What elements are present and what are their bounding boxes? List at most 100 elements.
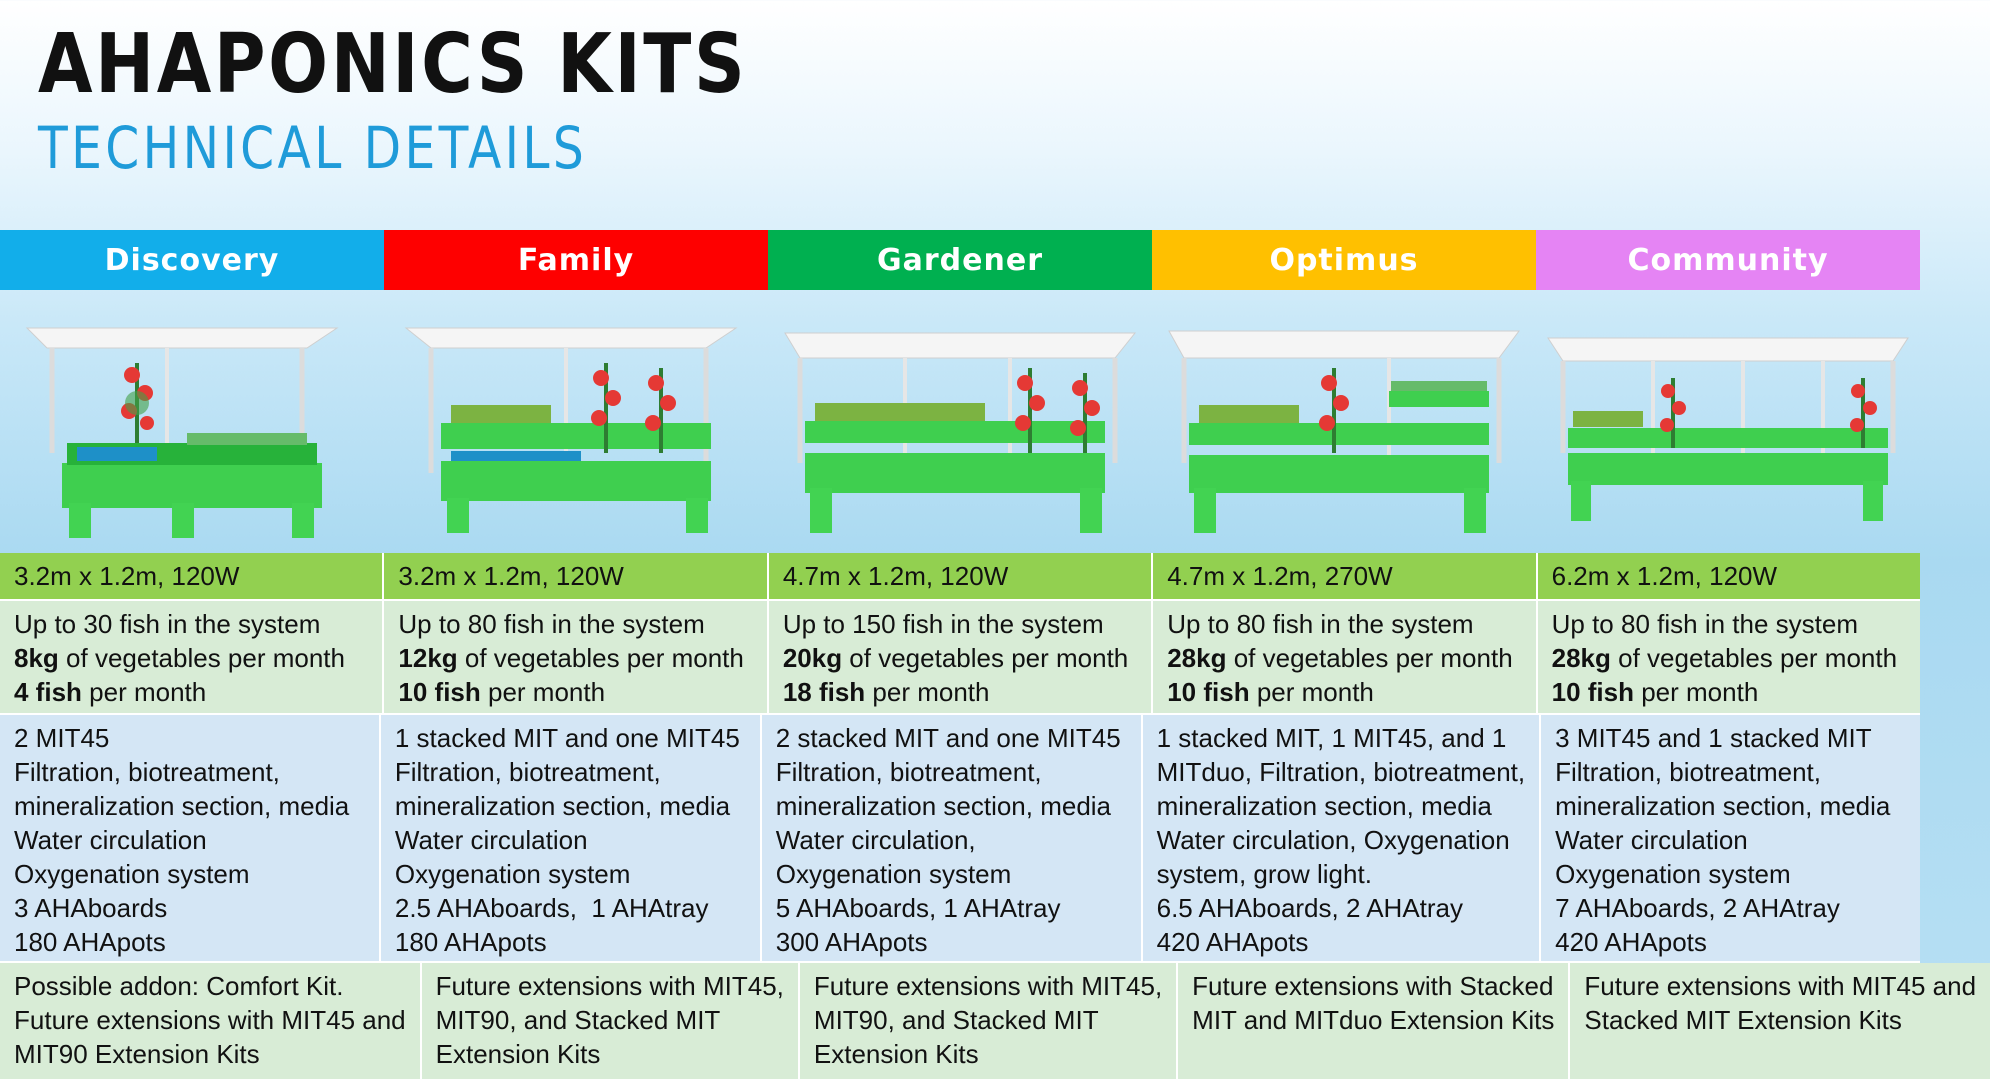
extension-line: Possible addon: Comfort Kit. (14, 971, 344, 1001)
components-cell: 3 MIT45 and 1 stacked MIT Filtration, bi… (1539, 715, 1920, 963)
component-line: Filtration, biotreatment, (14, 757, 280, 787)
kit-header-community: Community (1536, 230, 1920, 290)
component-line: Oxygenation system (775, 859, 1012, 889)
aquaponics-kit-stacked-icon (404, 327, 738, 533)
extension-line: Future extensions with Stacked (1192, 971, 1554, 1001)
dims-cell: 6.2m x 1.2m, 120W (1535, 553, 1921, 601)
extensions-cell: Future extensions with MIT45, MIT90, and… (419, 963, 798, 1081)
production-cell: Up to 80 fish in the system 12kg of vege… (382, 601, 767, 715)
component-line: mineralization section, media (1555, 791, 1891, 821)
extensions-row: Possible addon: Comfort Kit. Future exte… (0, 963, 1990, 1081)
fish-output: 4 fish per month (14, 677, 207, 707)
kit-header-optimus: Optimus (1152, 230, 1536, 290)
fish-capacity: Up to 80 fish in the system (398, 609, 705, 639)
fish-capacity: Up to 80 fish in the system (1551, 609, 1858, 639)
component-line: 180 AHApots (394, 927, 547, 957)
dims-cell: 4.7m x 1.2m, 270W (1151, 553, 1536, 601)
kit-image-row (0, 292, 1920, 554)
title-block: AHAPONICS KITS TECHNICAL DETAILS (38, 17, 863, 182)
component-line: 420 AHApots (1156, 927, 1309, 957)
kit-header-discovery: Discovery (0, 230, 384, 290)
component-line: 1 stacked MIT and one MIT45 (394, 723, 740, 753)
component-line: mineralization section, media (1156, 791, 1492, 821)
component-line: 3 AHAboards (14, 893, 168, 923)
veg-output: 28kg of vegetables per month (1551, 643, 1898, 673)
extension-line: Extension Kits (435, 1039, 601, 1069)
component-line: 1 stacked MIT, 1 MIT45, and 1 (1156, 723, 1507, 753)
fish-output: 18 fish per month (782, 677, 990, 707)
component-line: 300 AHApots (775, 927, 928, 957)
veg-output: 20kg of vegetables per month (782, 643, 1129, 673)
spec-table: 3.2m x 1.2m, 120W 3.2m x 1.2m, 120W 4.7m… (0, 553, 1990, 1081)
aquaponics-kit-duo-icon (1168, 330, 1520, 533)
fish-capacity: Up to 150 fish in the system (782, 609, 1104, 639)
aquaponics-kit-large-icon (1547, 337, 1909, 521)
veg-output: 28kg of vegetables per month (1167, 643, 1513, 673)
component-line: Oxygenation system (394, 859, 631, 889)
production-row: Up to 30 fish in the system 8kg of veget… (0, 601, 1921, 715)
component-line: 420 AHApots (1555, 927, 1707, 957)
component-line: mineralization section, media (394, 791, 731, 821)
production-cell: Up to 30 fish in the system 8kg of veget… (0, 601, 383, 715)
component-line: system, grow light. (1156, 859, 1372, 889)
component-line: 6.5 AHAboards, 2 AHAtray (1156, 893, 1464, 923)
components-cell: 1 stacked MIT, 1 MIT45, and 1 MITduo, Fi… (1140, 715, 1540, 963)
dims-cell: 3.2m x 1.2m, 120W (382, 553, 767, 601)
fish-capacity: Up to 80 fish in the system (1167, 609, 1474, 639)
extension-line: MIT90, and Stacked MIT (435, 1005, 721, 1035)
component-line: 2 MIT45 (14, 723, 110, 753)
extensions-cell: Future extensions with MIT45, MIT90, and… (797, 963, 1177, 1081)
component-line: Filtration, biotreatment, (1555, 757, 1821, 787)
component-line: Oxygenation system (1555, 859, 1791, 889)
component-line: Oxygenation system (14, 859, 250, 889)
component-line: Water circulation, Oxygenation (1156, 825, 1510, 855)
component-line: 5 AHAboards, 1 AHAtray (775, 893, 1061, 923)
components-cell: 2 MIT45 Filtration, biotreatment, minera… (0, 715, 379, 963)
page-subtitle: TECHNICAL DETAILS (38, 114, 588, 182)
kit-header-gardener: Gardener (768, 230, 1152, 290)
kit-image-discovery (0, 292, 384, 554)
extension-line: Stacked MIT Extension Kits (1584, 1005, 1902, 1035)
fish-output: 10 fish per month (398, 677, 606, 707)
component-line: 2 stacked MIT and one MIT45 (775, 723, 1121, 753)
extension-line: Future extensions with MIT45 and (14, 1005, 406, 1035)
component-line: MITduo, Filtration, biotreatment, (1156, 757, 1526, 787)
component-line: 7 AHAboards, 2 AHAtray (1555, 893, 1840, 923)
kit-image-community (1536, 292, 1920, 554)
aquaponics-kit-small-icon (25, 327, 339, 538)
extension-line: MIT and MITduo Extension Kits (1192, 1005, 1555, 1035)
kit-image-gardener (768, 292, 1152, 554)
component-line: Water circulation (394, 825, 588, 855)
aquaponics-kit-medium-icon (784, 332, 1137, 533)
dimensions-row: 3.2m x 1.2m, 120W 3.2m x 1.2m, 120W 4.7m… (0, 553, 1921, 601)
page-title: AHAPONICS KITS (38, 17, 748, 112)
dims-cell: 4.7m x 1.2m, 120W (766, 553, 1152, 601)
extensions-cell: Possible addon: Comfort Kit. Future exte… (0, 963, 420, 1081)
component-line: Water circulation (1555, 825, 1748, 855)
component-line: mineralization section, media (14, 791, 350, 821)
veg-output: 8kg of vegetables per month (14, 643, 345, 673)
veg-output: 12kg of vegetables per month (398, 643, 744, 673)
dims-cell: 3.2m x 1.2m, 120W (0, 553, 383, 601)
extensions-cell: Future extensions with MIT45 and Stacked… (1568, 963, 1990, 1081)
kit-header-family: Family (384, 230, 768, 290)
extension-line: Extension Kits (813, 1039, 979, 1069)
extension-line: MIT90 Extension Kits (14, 1039, 260, 1069)
kit-image-optimus (1152, 292, 1536, 554)
component-line: Filtration, biotreatment, (394, 757, 661, 787)
component-line: 3 MIT45 and 1 stacked MIT (1555, 723, 1872, 753)
production-cell: Up to 80 fish in the system 28kg of vege… (1535, 601, 1921, 715)
extensions-cell: Future extensions with Stacked MIT and M… (1176, 963, 1569, 1081)
fish-output: 10 fish per month (1167, 677, 1374, 707)
component-line: Filtration, biotreatment, (775, 757, 1042, 787)
component-line: 2.5 AHAboards, 1 AHAtray (394, 893, 709, 923)
component-line: Water circulation (14, 825, 207, 855)
extension-line: MIT90, and Stacked MIT (813, 1005, 1099, 1035)
production-cell: Up to 80 fish in the system 28kg of vege… (1151, 601, 1536, 715)
extension-line: Future extensions with MIT45, (813, 971, 1163, 1001)
fish-output: 10 fish per month (1551, 677, 1759, 707)
kit-image-family (384, 292, 768, 554)
production-cell: Up to 150 fish in the system 20kg of veg… (766, 601, 1152, 715)
component-line: mineralization section, media (775, 791, 1112, 821)
component-line: Water circulation, (775, 825, 976, 855)
